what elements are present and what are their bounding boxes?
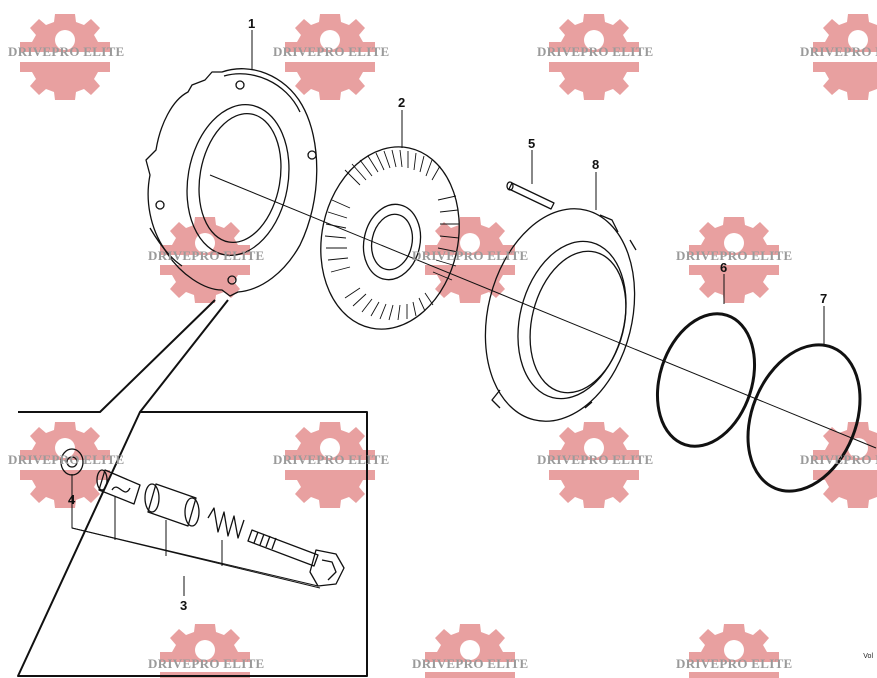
callout-2: 2	[398, 95, 406, 110]
gear-watermark-icon	[20, 422, 110, 508]
callout-6: 6	[720, 260, 728, 275]
gear-watermark-icon	[285, 422, 375, 508]
gear-watermark-icon	[549, 14, 639, 100]
detail-bushing-part-3	[144, 483, 200, 527]
gear-watermark-icon	[813, 14, 877, 100]
callout-3: 3	[180, 598, 188, 613]
callout-1: 1	[248, 16, 256, 31]
gear-watermark-icon	[549, 422, 639, 508]
callout-5: 5	[528, 136, 536, 151]
gear-watermark-icon	[160, 624, 250, 678]
gear-watermark-icon	[20, 14, 110, 100]
watermark-gears	[20, 14, 877, 678]
detail-bolt-part-3	[247, 529, 345, 587]
callout-7: 7	[820, 291, 828, 306]
piston-part-8	[484, 208, 637, 422]
housing-plate-part-1	[145, 68, 318, 297]
friction-disc-hatching	[324, 149, 460, 321]
detail-spring-part-3	[207, 507, 245, 539]
callout-8: 8	[592, 157, 600, 172]
gear-watermark-icon	[425, 217, 515, 303]
pin-part-5	[506, 181, 555, 210]
corner-code: Vol	[863, 653, 873, 660]
assembly-axis-line	[209, 174, 877, 449]
gear-watermark-icon	[285, 14, 375, 100]
leader-lines	[71, 30, 825, 596]
detail-sleeve-part-3	[96, 469, 141, 505]
gear-watermark-icon	[689, 624, 779, 678]
detail-box	[17, 299, 368, 677]
gear-watermark-icon	[425, 624, 515, 678]
seal-ring-part-6	[655, 312, 757, 448]
callout-4: 4	[68, 492, 76, 507]
gear-watermark-icon	[689, 217, 779, 303]
